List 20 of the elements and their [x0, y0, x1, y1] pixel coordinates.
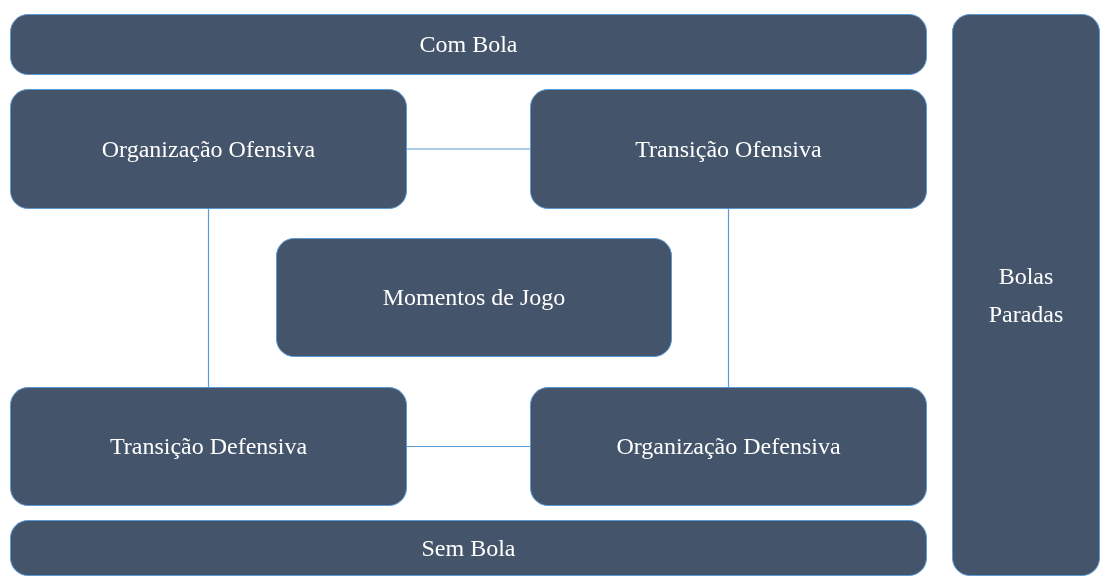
- phase-box: [530, 89, 927, 209]
- connector-line: [406, 148, 531, 150]
- phase-box: [276, 238, 672, 357]
- box-label: Com Bola: [419, 30, 518, 60]
- box-label: Transição Ofensiva: [635, 134, 822, 164]
- band: [10, 520, 927, 576]
- phase-box: [10, 89, 407, 209]
- connector-line: [727, 208, 730, 388]
- phase-box: [530, 387, 927, 506]
- side-band: [952, 14, 1100, 576]
- box-label: Transição Defensiva: [109, 432, 308, 462]
- band: [10, 14, 927, 75]
- box-label: Momentos de Jogo: [382, 283, 566, 313]
- box-label: Organização Defensiva: [616, 432, 841, 462]
- box-label: Sem Bola: [421, 533, 516, 563]
- connector-line: [406, 445, 531, 448]
- box-label: Bolas Paradas: [987, 261, 1065, 329]
- connector-line: [207, 208, 210, 388]
- phase-box: [10, 387, 407, 506]
- box-label: Organização Ofensiva: [101, 134, 316, 164]
